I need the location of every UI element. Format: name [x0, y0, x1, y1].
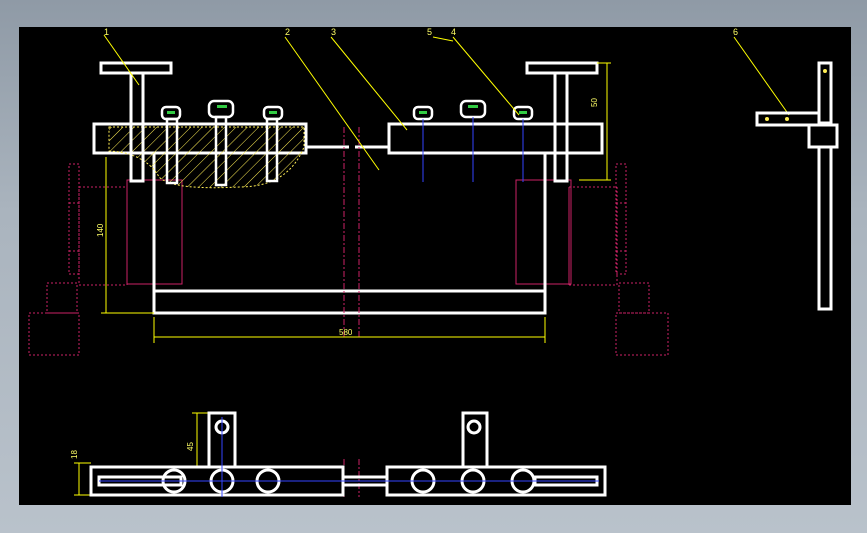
plan-center-line [99, 417, 599, 497]
dimension-left: 140 [96, 223, 105, 237]
clamp-screws [160, 99, 534, 187]
side-view [755, 61, 839, 311]
fasteners [167, 105, 527, 114]
dimension-lines [74, 62, 611, 496]
right-support [568, 163, 669, 356]
dimension-top-right: 50 [590, 98, 599, 107]
main-frame [92, 122, 604, 315]
dimension-bottom: 580 [339, 328, 353, 337]
part-label-1: 1 [104, 27, 109, 37]
part-label-3: 3 [331, 27, 336, 37]
dimension-plan-left: 18 [70, 450, 79, 459]
part-labels: 1 2 3 5 4 6 [104, 27, 738, 37]
plan-view [89, 411, 607, 497]
support-blocks [126, 179, 572, 285]
left-support [28, 163, 128, 356]
leader-lines [103, 34, 790, 171]
cad-drawing: 1 2 3 5 4 6 50 140 580 18 45 [28, 27, 839, 497]
cad-drawing-canvas[interactable]: 1 2 3 5 4 6 50 140 580 18 45 [19, 27, 851, 505]
part-label-6: 6 [733, 27, 738, 37]
center-lines [422, 117, 524, 182]
part-label-5: 5 [427, 27, 432, 37]
part-label-4: 4 [451, 27, 456, 37]
dimension-plan-mid: 45 [186, 442, 195, 451]
left-t-handle [99, 61, 173, 183]
right-t-handle [525, 61, 599, 183]
break-lines [343, 127, 360, 497]
section-hatch [108, 126, 305, 189]
side-view-details [765, 69, 827, 121]
part-label-2: 2 [285, 27, 290, 37]
